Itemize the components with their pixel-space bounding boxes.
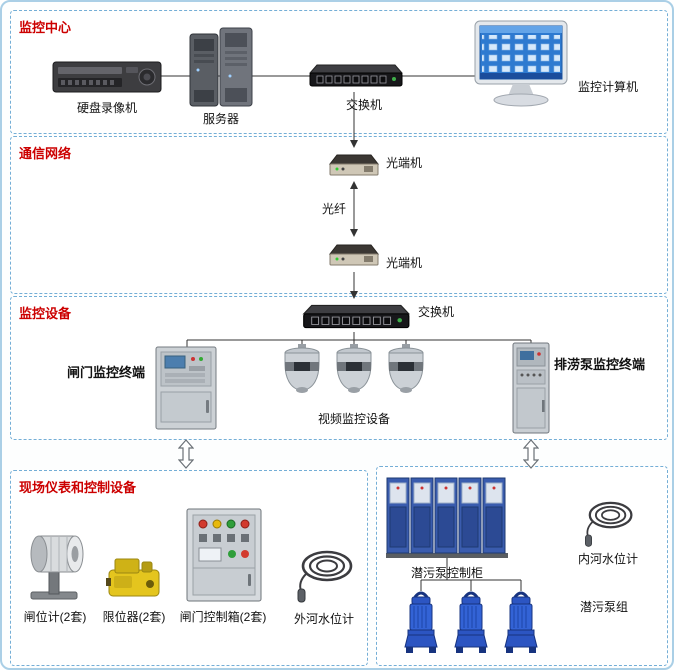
dvr-icon [52,58,162,101]
section-title-monitoring-equipment: 监控设备 [19,306,72,321]
switch-icon-field [298,298,411,339]
pump-terminal-label: 排涝泵监控终端 [554,357,646,372]
fiber-label: 光纤 [321,202,346,216]
inner-river-gauge-icon [582,496,634,553]
optical-transceiver-icon-top [328,148,380,185]
dome-camera-icon [332,344,376,407]
gate-position-meter-icon [17,526,91,609]
switch-icon-center [305,58,404,97]
outer-river-gauge-label: 外河水位计 [293,612,354,626]
server-icon [188,26,254,113]
monitor-pc-label: 监控计算机 [578,80,639,94]
gate-terminal-cabinet-icon [155,346,217,435]
limiter-label: 限位器(2套) [102,610,166,624]
server-label: 服务器 [202,112,239,126]
pump-cabinet-label: 潜污泵控制柜 [410,566,483,580]
section-title-field-devices: 现场仪表和控制设备 [19,480,137,495]
inner-river-gauge-label: 内河水位计 [577,552,638,566]
gate-control-box-icon [186,508,262,607]
optical-top-label: 光端机 [386,156,423,170]
pump-icon [404,588,438,659]
optical-bottom-label: 光端机 [386,256,423,270]
dome-camera-icon [384,344,428,407]
double-arrow-icon [522,439,540,474]
gate-terminal-label: 闸门监控终端 [66,365,145,380]
monitor-pc-icon [474,20,568,115]
pump-terminal-cabinet-icon [512,342,550,439]
limiter-icon [106,554,162,607]
gate-meter-label: 闸位计(2套) [23,610,87,624]
pump-group-label: 潜污泵组 [580,600,629,614]
pump-icon [454,588,488,659]
section-title-communication-network: 通信网络 [19,146,72,161]
outer-river-gauge-icon [294,544,354,609]
switch-field-label: 交换机 [418,305,455,319]
dome-camera-icon [280,344,324,407]
section-title-monitoring-center: 监控中心 [19,20,72,35]
video-devices-label: 视频监控设备 [317,412,390,426]
optical-transceiver-icon-bottom [328,238,380,275]
pump-icon [504,588,538,659]
pump-control-cabinet-icon [385,474,509,565]
switch-center-label: 交换机 [345,98,382,112]
double-arrow-icon [177,439,195,474]
gate-control-box-label: 闸门控制箱(2套) [179,610,267,624]
dvr-label: 硬盘录像机 [76,101,137,115]
